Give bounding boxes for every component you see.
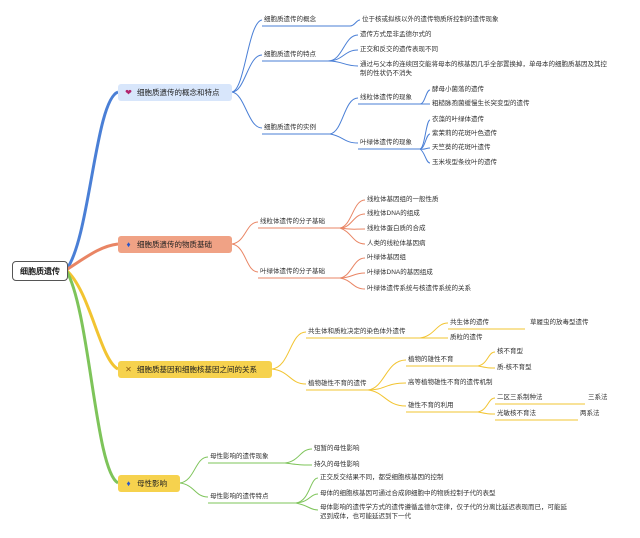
root-node[interactable]: 细胞质遗传 <box>12 261 68 281</box>
leaf-maternal-phenomenon[interactable]: 持久的母性影响 <box>314 461 360 468</box>
node-sterility-mechanism[interactable]: 高等植物雄性不育的遗传机制 <box>408 379 493 386</box>
node-features[interactable]: 细胞质遗传的特点 <box>264 51 316 58</box>
tools-icon: ✕ <box>125 365 132 374</box>
node-mito-molecular[interactable]: 线粒体遗传的分子基础 <box>260 218 325 225</box>
flame-icon: ♦ <box>126 240 131 249</box>
node-maternal-features[interactable]: 母性影响的遗传特点 <box>210 493 269 500</box>
node-mito-phenomenon[interactable]: 线粒体遗传的现象 <box>360 94 412 101</box>
leaf-mito-molecular[interactable]: 线粒体基因组的一般性质 <box>367 196 439 203</box>
node-maternal-phenomenon[interactable]: 母性影响的遗传现象 <box>210 453 269 460</box>
node-concept[interactable]: 细胞质遗传的概念 <box>264 16 316 23</box>
leaf-mito-molecular[interactable]: 线粒体蛋白质的合成 <box>367 225 426 232</box>
node-usage-method[interactable]: 二区三系制种法 <box>497 394 543 401</box>
category-label: 母性影响 <box>137 479 167 488</box>
category-node-maternal[interactable]: ♦ 母性影响 <box>118 475 180 492</box>
node-male-sterility[interactable]: 植物雄性不育的遗传 <box>308 380 367 387</box>
leaf-chloro-example[interactable]: 衣藻的叶绿体遗传 <box>432 116 484 123</box>
node-sterility-types[interactable]: 植物的雄性不育 <box>408 356 454 363</box>
leaf-chloro-molecular[interactable]: 叶绿体基因组 <box>367 254 406 261</box>
category-label: 细胞质遗传的概念和特点 <box>137 88 220 97</box>
heart-icon: ❤ <box>125 88 132 97</box>
node-usage-method[interactable]: 光敏核不育法 <box>497 410 536 417</box>
leaf-maternal-phenomenon[interactable]: 短暂的母性影响 <box>314 445 360 452</box>
category-node-relation[interactable]: ✕ 细胞质基因和细胞核基因之间的关系 <box>118 361 272 378</box>
node-chloro-phenomenon[interactable]: 叶绿体遗传的现象 <box>360 139 412 146</box>
node-plasmid-inheritance[interactable]: 质粒的遗传 <box>450 334 483 341</box>
leaf-chloro-molecular[interactable]: 叶绿体DNA的基因组成 <box>367 269 433 276</box>
node-chloro-molecular[interactable]: 叶绿体遗传的分子基础 <box>260 268 325 275</box>
leaf-mito-molecular[interactable]: 人类的线粒体基因病 <box>367 240 426 247</box>
node-examples[interactable]: 细胞质遗传的实例 <box>264 124 316 131</box>
category-node-material[interactable]: ♦ 细胞质遗传的物质基础 <box>118 236 232 253</box>
leaf-paramecium[interactable]: 草履虫的放毒型遗传 <box>530 319 589 326</box>
leaf-feature[interactable]: 正交和反交的遗传表现不同 <box>360 46 438 53</box>
leaf-mito-molecular[interactable]: 线粒体DNA的组成 <box>367 210 420 217</box>
leaf-chloro-example[interactable]: 玉米埃型条纹叶的遗传 <box>432 159 497 166</box>
leaf-maternal-feature[interactable]: 正交反交结果不同，都受细胞核基因的控制 <box>320 474 444 481</box>
flame-icon: ♦ <box>126 479 131 488</box>
node-symbiont[interactable]: 共生体和质粒决定的染色体外遗传 <box>308 328 406 335</box>
leaf-usage-system[interactable]: 两系法 <box>580 410 600 417</box>
category-label: 细胞质遗传的物质基础 <box>137 240 212 249</box>
node-sterility-usage[interactable]: 雄性不育的利用 <box>408 402 454 409</box>
leaf-concept-desc[interactable]: 位于核或拟核以外的遗传物质所控制的遗传现象 <box>362 16 499 23</box>
leaf-feature[interactable]: 通过与父本的连续回交能将母本的核基因几乎全部置换掉，单母本的细胞质基因及其控制的… <box>360 61 607 77</box>
leaf-sterility-type[interactable]: 质-核不育型 <box>497 364 532 371</box>
leaf-usage-system[interactable]: 三系法 <box>588 394 608 401</box>
leaf-chloro-example[interactable]: 天竺葵的花斑叶遗传 <box>432 144 491 151</box>
leaf-mito-example[interactable]: 粗糙脉孢菌缓慢生长突变型的遗传 <box>432 100 530 107</box>
leaf-maternal-feature[interactable]: 母体的细胞核基因可通过合成卵细胞中的物质控制子代的表型 <box>320 490 496 497</box>
leaf-sterility-type[interactable]: 核不育型 <box>497 348 523 355</box>
leaf-chloro-example[interactable]: 紫茉莉的花斑叶色遗传 <box>432 130 497 137</box>
leaf-feature[interactable]: 遗传方式是非孟德尔式的 <box>360 31 432 38</box>
leaf-maternal-feature[interactable]: 母体影响的遗传学方式的遗传遵循孟德尔定律，仅子代的分离比延迟表现而已，可能延迟到… <box>320 504 567 520</box>
node-symbiont-inheritance[interactable]: 共生体的遗传 <box>450 319 489 326</box>
leaf-chloro-molecular[interactable]: 叶绿体遗传系统与核遗传系统的关系 <box>367 285 471 292</box>
leaf-mito-example[interactable]: 酵母小菌落的遗传 <box>432 86 484 93</box>
category-node-concept[interactable]: ❤ 细胞质遗传的概念和特点 <box>118 84 232 101</box>
category-label: 细胞质基因和细胞核基因之间的关系 <box>137 365 257 374</box>
